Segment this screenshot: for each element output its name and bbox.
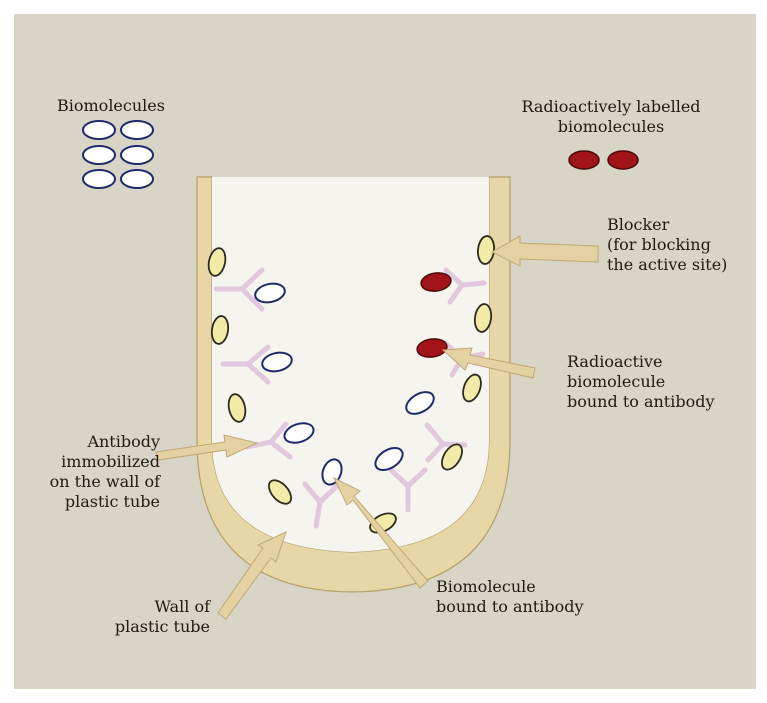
legend-radioactive-biomolecule bbox=[608, 151, 638, 169]
legend-biomolecule bbox=[121, 170, 153, 188]
radioactive-bound-label: Radioactive biomolecule bound to antibod… bbox=[567, 352, 757, 412]
legend-biomolecule bbox=[83, 121, 115, 139]
blocker-label: Blocker (for blocking the active site) bbox=[607, 215, 757, 275]
radioactive-bound-line-2: biomolecule bbox=[567, 372, 757, 392]
legend-radioactive-line-2: biomolecules bbox=[488, 117, 734, 137]
legend-biomolecule bbox=[83, 170, 115, 188]
blocker-line-2: (for blocking bbox=[607, 235, 757, 255]
legend-radioactive-group bbox=[569, 151, 638, 169]
antibody-immobilized-line-2: immobilized bbox=[10, 452, 160, 472]
antibody-immobilized-line-4: plastic tube bbox=[10, 492, 160, 512]
legend-biomolecules-label: Biomolecules bbox=[57, 96, 165, 116]
legend-biomolecule-group bbox=[83, 121, 153, 188]
biomolecule-bound-label: Biomolecule bound to antibody bbox=[436, 577, 646, 617]
biomolecule-bound-line-2: bound to antibody bbox=[436, 597, 646, 617]
antibody-immobilized-label: Antibody immobilized on the wall of plas… bbox=[10, 432, 160, 512]
legend-radioactive-label: Radioactively labelled biomolecules bbox=[488, 97, 734, 137]
legend-radioactive-biomolecule bbox=[569, 151, 599, 169]
wall-line-1: Wall of bbox=[90, 597, 210, 617]
biomolecule-bound-line-1: Biomolecule bbox=[436, 577, 646, 597]
wall-line-2: plastic tube bbox=[90, 617, 210, 637]
radioactive-bound-line-1: Radioactive bbox=[567, 352, 757, 372]
legend-biomolecule bbox=[121, 121, 153, 139]
legend-biomolecule bbox=[83, 146, 115, 164]
radioactive-bound-line-3: bound to antibody bbox=[567, 392, 757, 412]
antibody-immobilized-line-3: on the wall of bbox=[10, 472, 160, 492]
blocker-line-3: the active site) bbox=[607, 255, 757, 275]
wall-label: Wall of plastic tube bbox=[90, 597, 210, 637]
antibody-immobilized-line-1: Antibody bbox=[10, 432, 160, 452]
legend-biomolecule bbox=[121, 146, 153, 164]
blocker-line-1: Blocker bbox=[607, 215, 757, 235]
legend-radioactive-line-1: Radioactively labelled bbox=[488, 97, 734, 117]
